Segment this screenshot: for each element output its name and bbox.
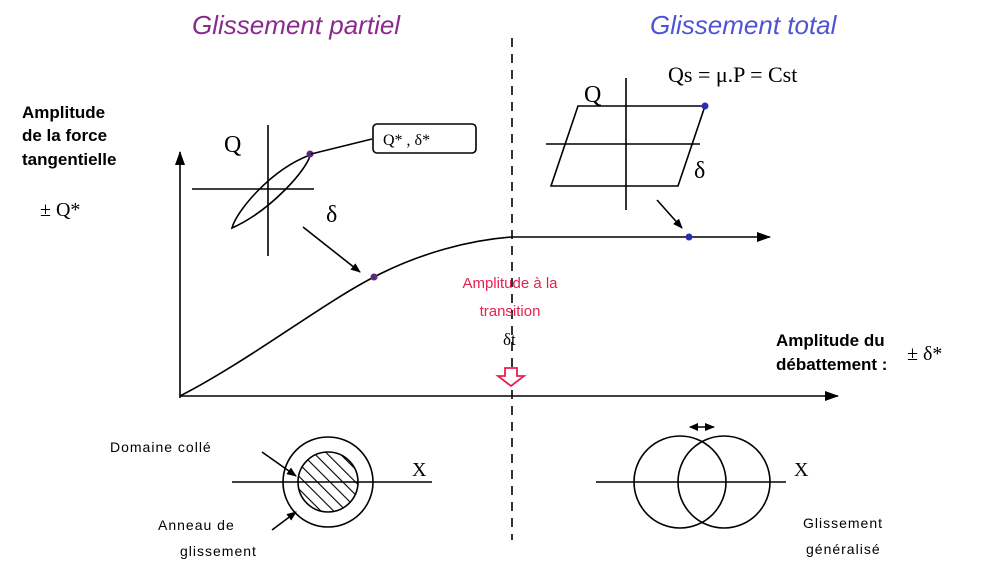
total-curve-marker (685, 233, 693, 241)
total-loop-delta-label: δ (694, 158, 705, 184)
total-contact-axis-label: X (794, 459, 809, 481)
heading-total-slip: Glissement total (650, 10, 838, 40)
y-axis-label-line2: de la force (22, 126, 107, 145)
total-loop-q-label: Q (584, 82, 601, 108)
partial-loop-marker (306, 150, 314, 158)
stuck-zone-label: Domaine collé (110, 439, 212, 455)
partial-contact-sketch: X Domaine collé Anneau de glissement (110, 436, 432, 559)
transition-symbol: δt (503, 330, 516, 349)
total-pointer-arrow (656, 199, 683, 229)
total-contact-sketch: X Glissement généralisé (596, 423, 883, 557)
x-axis-label-line2: débattement : (776, 355, 887, 374)
total-contact-label-line1: Glissement (803, 515, 883, 531)
x-axis-label-line1: Amplitude du (776, 331, 885, 350)
y-axis-label-line3: tangentielle (22, 150, 116, 169)
transition-down-arrow-icon (495, 367, 527, 388)
transition-label-line1: Amplitude à la (462, 275, 558, 292)
transition-label-line2: transition (480, 303, 541, 320)
partial-loop-callout: Q* , δ* (383, 132, 430, 149)
heading-partial-slip: Glissement partiel (192, 10, 401, 40)
y-axis-symbol: ± Q* (40, 199, 80, 221)
partial-loop-q-label: Q (224, 132, 241, 158)
partial-contact-axis-label: X (412, 459, 427, 481)
total-contact-label-line2: généralisé (806, 541, 881, 557)
total-slip-loop: Q δ Qs = μ.P = Cst (546, 62, 797, 210)
slip-annulus-label-line2: glissement (180, 543, 257, 559)
slip-annulus-label-line1: Anneau de (158, 517, 235, 533)
force-amplitude-curve (179, 232, 771, 397)
y-axis-label-line1: Amplitude (22, 103, 105, 122)
partial-curve-marker (370, 273, 378, 281)
x-axis-symbol: ± δ* (907, 343, 942, 365)
partial-loop-delta-label: δ (326, 202, 337, 228)
partial-slip-loop: Q δ Q* , δ* (192, 123, 477, 256)
total-loop-equation: Qs = μ.P = Cst (668, 62, 797, 87)
partial-loop-callout-box (372, 123, 477, 154)
partial-pointer-arrow (302, 226, 361, 273)
total-loop-marker (701, 102, 709, 110)
